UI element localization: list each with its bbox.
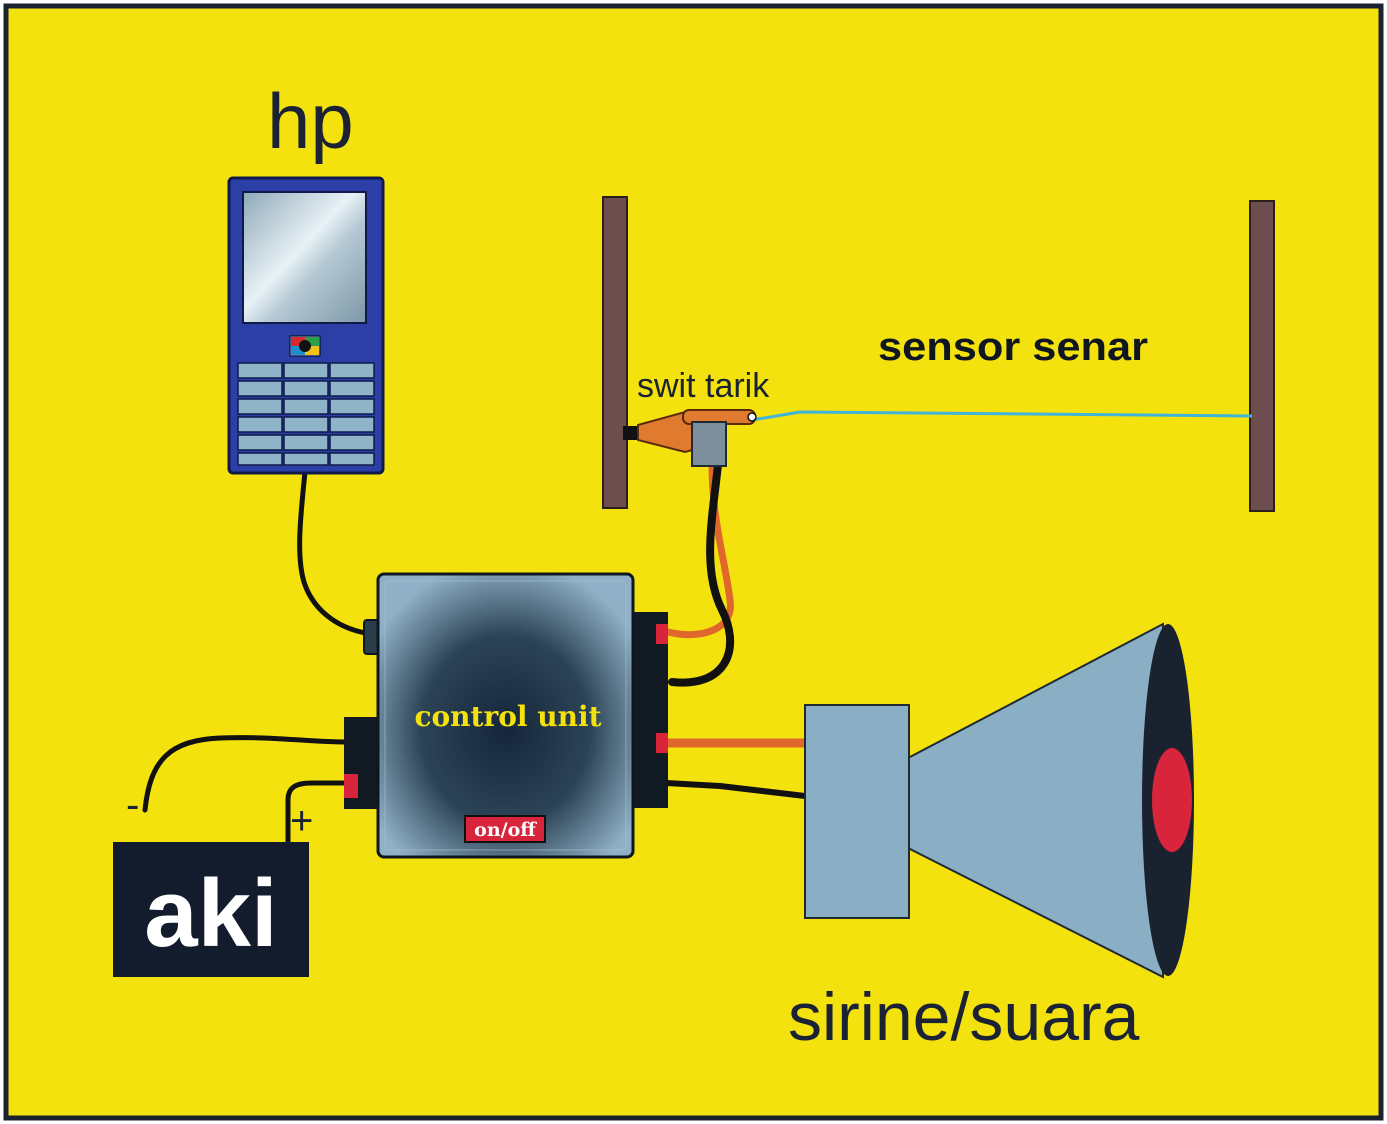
wires [142, 461, 810, 848]
battery [113, 842, 309, 977]
battery-positive-wire [285, 780, 348, 848]
control-unit-label: control unit [414, 700, 601, 733]
siren-driver [804, 704, 910, 919]
phone-screen [242, 191, 367, 324]
phone-label: hp [267, 77, 354, 165]
switch-black-wire [668, 461, 735, 687]
siren-black-wire [663, 780, 808, 799]
phone [227, 176, 385, 475]
power-switch[interactable] [464, 815, 546, 843]
phone-keypad [237, 362, 375, 466]
battery-negative-sign: - [126, 783, 139, 827]
siren-light [1152, 748, 1192, 852]
phone-nav-key-icon [289, 335, 321, 357]
phone-cable [297, 469, 375, 637]
battery-negative-wire [142, 735, 348, 813]
battery-positive-sign: + [290, 799, 313, 843]
switch-label: swit tarik [637, 367, 770, 405]
right-post [1249, 200, 1275, 512]
siren [804, 622, 1194, 979]
battery-label: aki [144, 860, 277, 967]
left-post [602, 196, 628, 509]
control-unit [344, 572, 668, 859]
pull-switch [623, 409, 757, 467]
siren-label: sirine/suara [788, 979, 1140, 1055]
power-switch-label: on/off [474, 819, 537, 841]
tripwire [751, 410, 1253, 422]
sensor-label: sensor senar [878, 325, 1148, 369]
